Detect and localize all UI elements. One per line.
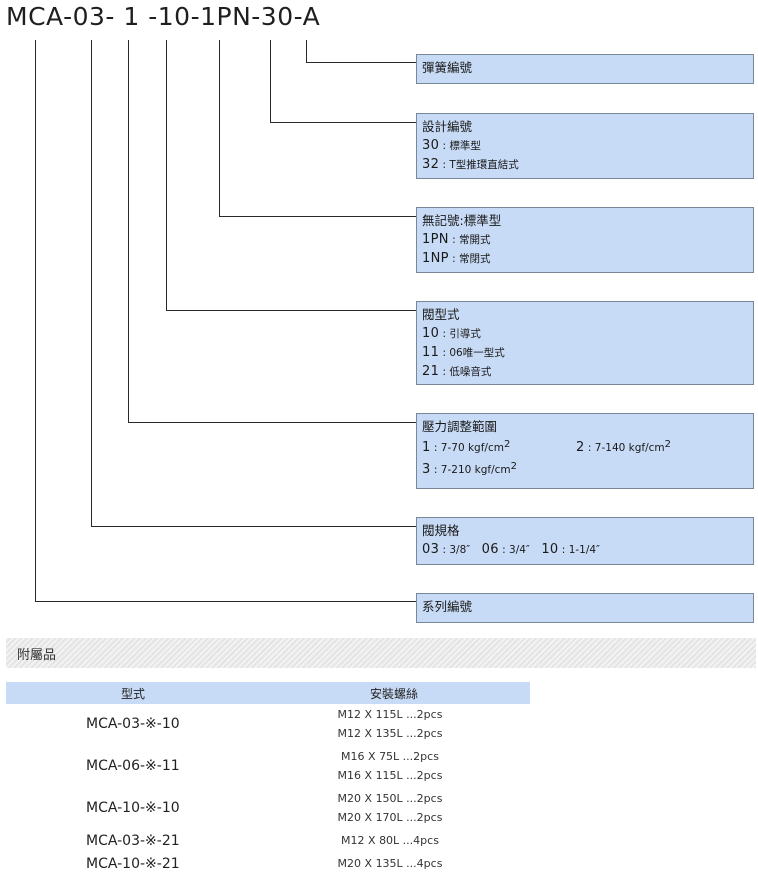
pressure-range-title: 壓力調整範圍 [422, 419, 498, 434]
design-number-box: 設計編號 30 : 標準型 32 : T型推環直結式 [416, 113, 754, 179]
pressure-range-box: 壓力調整範圍 1 : 7-70 kgf/cm2 2 : 7-140 kgf/cm… [416, 413, 754, 489]
valve-size-title: 閥規格 [422, 523, 460, 538]
table-cell-model: MCA-10-※-10 [86, 800, 180, 816]
table-cell-screw: M12 X 115L ...2pcs [337, 708, 443, 721]
valve-type-title: 閥型式 [422, 307, 460, 322]
valve-size-box: 閥規格 03 : 3/8″ 06 : 3/4″ 10 : 1-1/4″ [416, 517, 754, 565]
design-number-title: 設計編號 [422, 119, 473, 134]
table-cell-screw: M16 X 75L ...2pcs [341, 750, 439, 763]
series-number-box: 系列編號 [416, 593, 754, 623]
valve-type-option: 11 : 06唯一型式 [422, 345, 505, 360]
accessories-title: 附屬品 [17, 648, 57, 663]
pressure-option: 2 : 7-140 kgf/cm2 [576, 439, 672, 456]
spring-number-box: 彈簧編號 [416, 54, 754, 84]
mark-option: 1PN : 常開式 [422, 232, 491, 247]
pressure-option: 3 : 7-210 kgf/cm2 [422, 461, 518, 478]
pressure-option: 1 : 7-70 kgf/cm2 2 : 7-140 kgf/cm2 [422, 436, 753, 458]
mark-box: 無記號:標準型 1PN : 常開式 1NP : 常閉式 [416, 207, 754, 273]
table-cell-screw: M20 X 170L ...2pcs [337, 811, 443, 824]
spring-number-title: 彈簧編號 [422, 60, 473, 75]
design-option: 30 : 標準型 [422, 138, 481, 153]
mark-option: 1NP : 常閉式 [422, 251, 491, 266]
valve-type-box: 閥型式 10 : 引導式 11 : 06唯一型式 21 : 低噪音式 [416, 301, 754, 385]
model-code: MCA-03- 1 -10-1PN-30-A [6, 2, 321, 31]
valve-type-option: 10 : 引導式 [422, 326, 481, 341]
table-cell-model: MCA-10-※-21 [86, 856, 180, 872]
accessories-table-header: 型式 安裝螺絲 [6, 682, 530, 704]
design-option: 32 : T型推環直結式 [422, 157, 519, 172]
mark-title: 無記號:標準型 [422, 213, 502, 228]
table-cell-model: MCA-06-※-11 [86, 758, 180, 774]
series-number-title: 系列編號 [422, 599, 473, 614]
valve-size-options: 03 : 3/8″ 06 : 3/4″ 10 : 1-1/4″ [422, 542, 600, 557]
column-header-model: 型式 [121, 687, 146, 701]
valve-type-option: 21 : 低噪音式 [422, 364, 492, 379]
table-cell-screw: M20 X 135L ...4pcs [337, 857, 443, 870]
table-cell-screw: M12 X 135L ...2pcs [337, 727, 443, 740]
table-cell-model: MCA-03-※-21 [86, 833, 180, 849]
table-cell-model: MCA-03-※-10 [86, 716, 180, 732]
table-cell-screw: M16 X 115L ...2pcs [337, 769, 443, 782]
accessories-header: 附屬品 [6, 638, 756, 668]
column-header-screws: 安裝螺絲 [370, 687, 419, 701]
table-cell-screw: M12 X 80L ...4pcs [341, 834, 439, 847]
table-cell-screw: M20 X 150L ...2pcs [337, 792, 443, 805]
